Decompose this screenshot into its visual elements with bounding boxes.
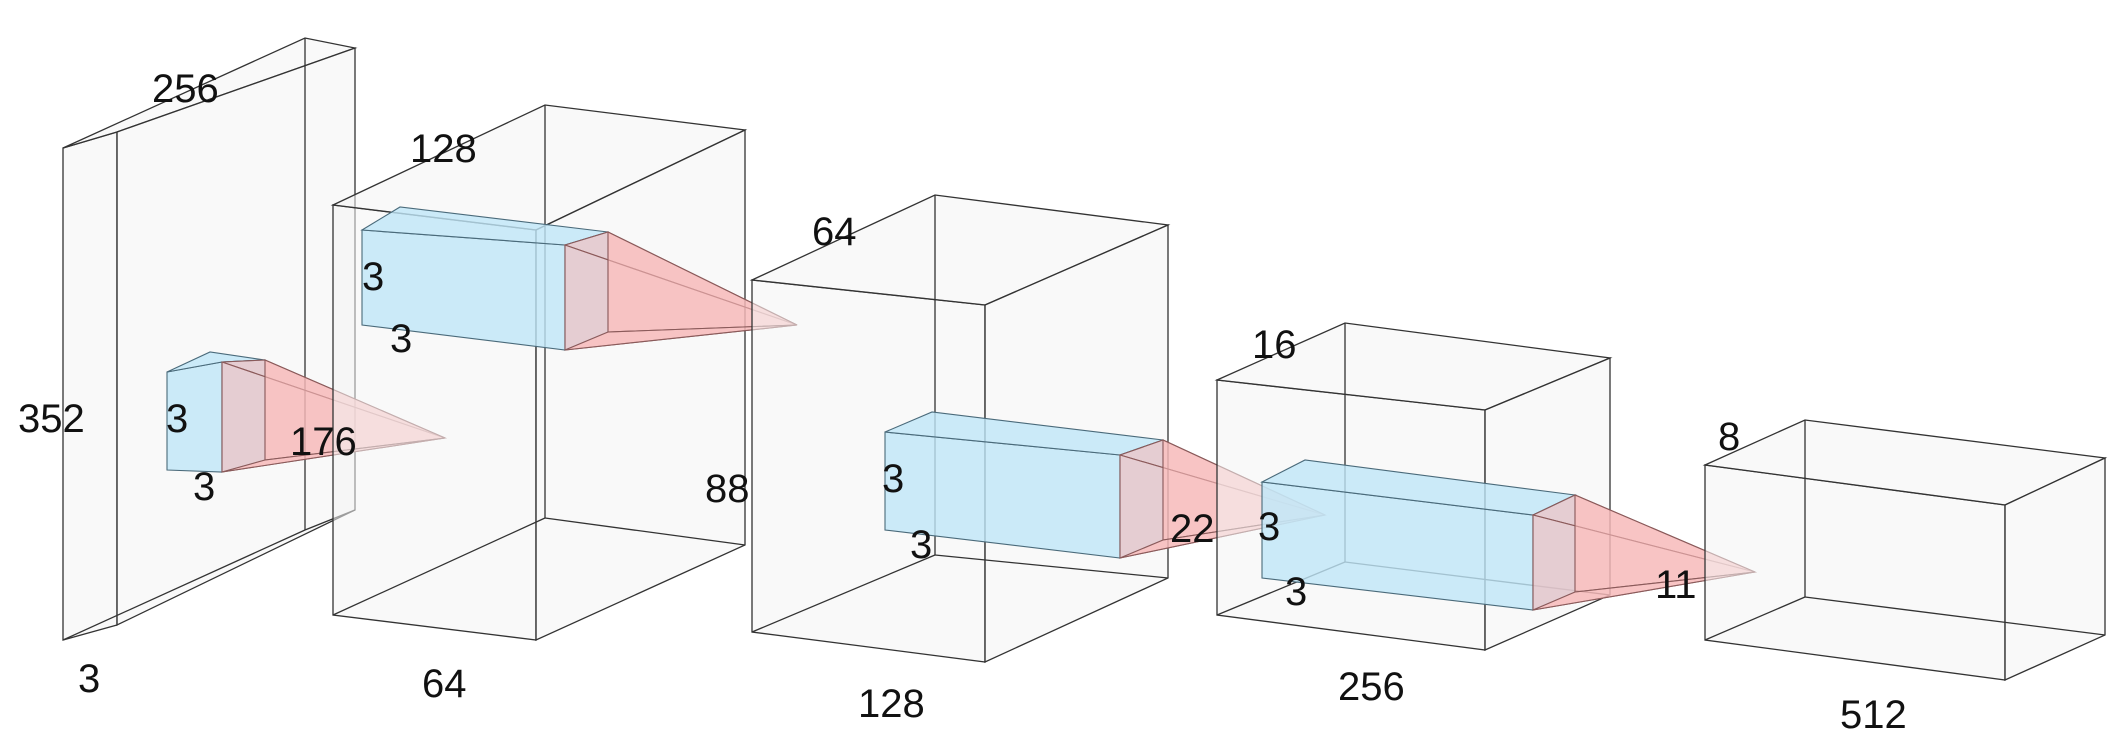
block-conv1	[330, 104, 748, 642]
kernel-4-height-label: 3	[1258, 505, 1280, 549]
block-input-side	[116, 47, 356, 627]
conv2-width-label: 64	[812, 210, 857, 254]
conv2-depth-label: 128	[858, 682, 925, 726]
conv4-width-label: 8	[1718, 415, 1740, 459]
kernel-1-height-label: 3	[166, 397, 188, 441]
conv4-depth-label: 512	[1840, 693, 1907, 737]
input-width-label: 256	[152, 67, 219, 111]
kernel-2-width-label: 3	[390, 317, 412, 361]
conv1-width-label: 128	[410, 127, 477, 171]
block-input	[62, 37, 358, 641]
kernel-1-width-label: 3	[193, 465, 215, 509]
conv2-height-label: 88	[705, 467, 750, 511]
kernel-2-height-label: 3	[362, 255, 384, 299]
kernel-4-width-label: 3	[1285, 570, 1307, 614]
block-conv4	[1702, 419, 2108, 682]
block-input-front	[62, 131, 118, 641]
conv3-depth-label: 256	[1338, 665, 1405, 709]
kernel-3-width-label: 3	[910, 523, 932, 567]
kernel-3-height-label: 3	[882, 457, 904, 501]
input-depth-label: 3	[78, 657, 100, 701]
conv4-height-label: 11	[1655, 563, 1697, 607]
conv3-width-label: 16	[1252, 323, 1297, 367]
conv1-depth-label: 64	[422, 662, 467, 706]
projection-4	[1531, 494, 1758, 611]
input-height-label: 352	[18, 397, 85, 441]
projection-2	[563, 231, 798, 351]
conv1-height-label: 176	[290, 420, 357, 464]
conv3-height-label: 22	[1170, 507, 1215, 551]
